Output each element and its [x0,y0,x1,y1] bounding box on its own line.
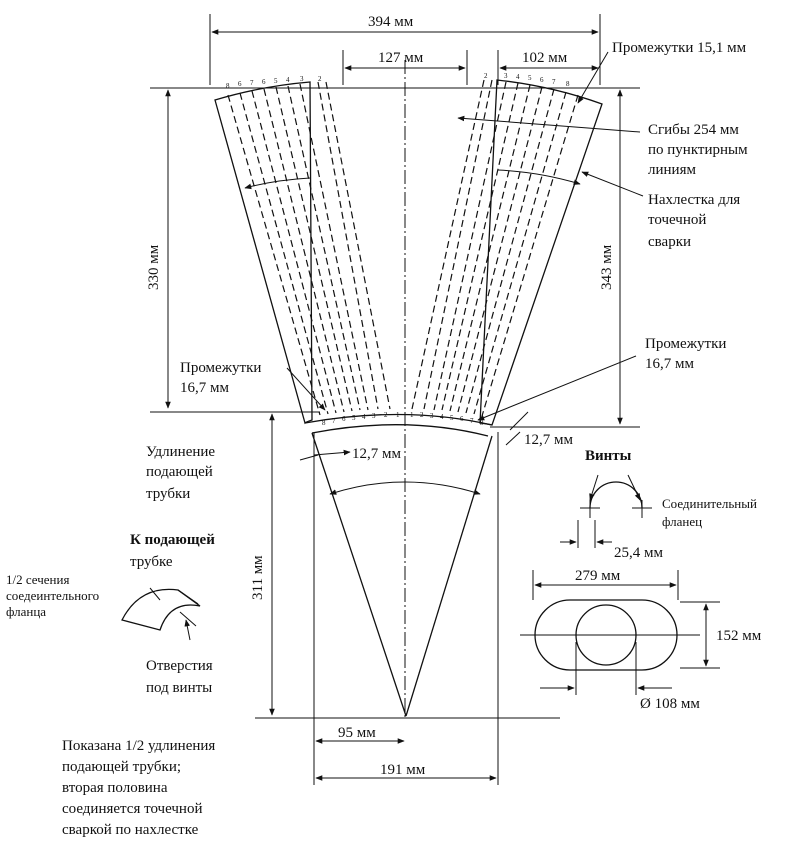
svg-text:5: 5 [528,74,532,82]
dim-152: 152 мм [716,628,762,644]
svg-text:4: 4 [440,413,444,421]
left-fold-lines [227,81,391,416]
gaps-top-label: Промежутки 15,1 мм [612,40,747,56]
svg-text:Сгибы 254 мм: Сгибы 254 мм [648,122,739,138]
svg-text:2: 2 [420,411,424,419]
dim-279: 279 мм [575,568,621,584]
svg-text:7: 7 [552,78,556,86]
svg-text:8: 8 [322,419,326,427]
svg-text:Винты: Винты [585,448,632,464]
svg-text:линиям: линиям [648,162,696,178]
svg-text:2: 2 [384,411,388,419]
leader-lines [244,51,644,421]
svg-text:по пунктирным: по пунктирным [648,142,748,158]
extension-triangle [299,432,499,785]
svg-text:4: 4 [516,73,520,81]
svg-text:вторая половина: вторая половина [62,780,168,796]
dim-108: Ø 108 мм [640,696,700,712]
right-panel-outline [479,79,603,426]
svg-text:6: 6 [262,78,266,86]
svg-text:соедеинтельного: соедеинтельного [6,588,99,603]
svg-text:5: 5 [450,414,454,422]
svg-text:7: 7 [470,417,474,425]
right-fold-lines [411,79,579,417]
svg-text:Промежутки: Промежутки [180,360,261,376]
top-numbers: 8 6 7 6 5 4 3 2 2 3 4 5 6 7 8 [226,72,570,90]
svg-text:фланца: фланца [6,604,46,619]
svg-text:3: 3 [372,412,376,420]
svg-text:сваркой по нахлестке: сваркой по нахлестке [62,822,199,838]
svg-text:Соединительный: Соединительный [662,496,757,511]
svg-text:3: 3 [504,72,508,80]
dim-330: 330 мм [146,244,162,290]
svg-text:сварки: сварки [648,234,691,250]
svg-text:фланец: фланец [662,514,702,529]
svg-text:под винты: под винты [146,680,212,696]
svg-text:7: 7 [250,79,254,87]
svg-text:соединяется точечной: соединяется точечной [62,801,203,817]
svg-text:трубке: трубке [130,554,173,570]
bolt-detail [560,474,652,548]
dim-343: 343 мм [599,244,615,290]
bottom-arc [304,413,493,426]
svg-text:4: 4 [286,76,290,84]
svg-text:4: 4 [362,413,366,421]
svg-text:подающей трубки;: подающей трубки; [62,759,181,775]
svg-text:8: 8 [566,80,570,88]
svg-text:5: 5 [352,414,356,422]
dimension-texts: 394 мм 127 мм 102 мм 330 мм 343 мм 311 м… [146,14,762,778]
dim-394: 394 мм [368,14,414,30]
svg-text:Удлинение: Удлинение [146,444,215,460]
svg-text:6: 6 [460,415,464,423]
dim-12-7-right: 12,7 мм [524,432,573,448]
svg-text:16,7 мм: 16,7 мм [180,380,229,396]
svg-text:2: 2 [484,72,488,80]
oval-flange [520,570,720,695]
svg-text:5: 5 [274,77,278,85]
svg-text:Нахлестка для: Нахлестка для [648,192,740,208]
svg-text:6: 6 [540,76,544,84]
svg-text:2: 2 [318,75,322,83]
overlap-arc [311,424,489,437]
svg-text:трубки: трубки [146,486,190,502]
svg-text:подающей: подающей [146,464,213,480]
dim-12-7-left: 12,7 мм [352,446,401,462]
svg-text:точечной: точечной [648,212,706,228]
dim-191: 191 мм [380,762,426,778]
dim-127: 127 мм [378,50,424,66]
svg-text:К подающей: К подающей [130,532,215,548]
dim-102: 102 мм [522,50,568,66]
dimension-lines [150,14,640,781]
svg-text:3: 3 [300,75,304,83]
bottom-numbers: 8 7 6 5 4 3 2 1 1 2 3 4 5 6 7 8 [322,411,484,427]
fan-pattern: 8 6 7 6 5 4 3 2 2 3 4 5 6 7 8 8 7 6 5 4 … [214,72,603,437]
svg-text:Отверстия: Отверстия [146,658,213,674]
svg-text:8: 8 [480,419,484,427]
svg-text:1: 1 [396,411,400,419]
svg-text:7: 7 [332,417,336,425]
dim-311: 311 мм [250,555,266,600]
half-flange-sketch [121,587,201,641]
svg-text:1: 1 [410,411,414,419]
svg-text:1/2 сечения: 1/2 сечения [6,572,69,587]
svg-text:6: 6 [238,80,242,88]
svg-text:Показана 1/2 удлинения: Показана 1/2 удлинения [62,738,215,754]
dim-25-4: 25,4 мм [614,545,663,561]
svg-text:3: 3 [430,412,434,420]
annotation-texts: Промежутки 15,1 мм Сгибы 254 мм по пункт… [6,40,757,838]
svg-text:6: 6 [342,415,346,423]
dim-95: 95 мм [338,725,376,741]
svg-text:8: 8 [226,82,230,90]
svg-text:16,7 мм: 16,7 мм [645,356,694,372]
svg-text:Промежутки: Промежутки [645,336,726,352]
